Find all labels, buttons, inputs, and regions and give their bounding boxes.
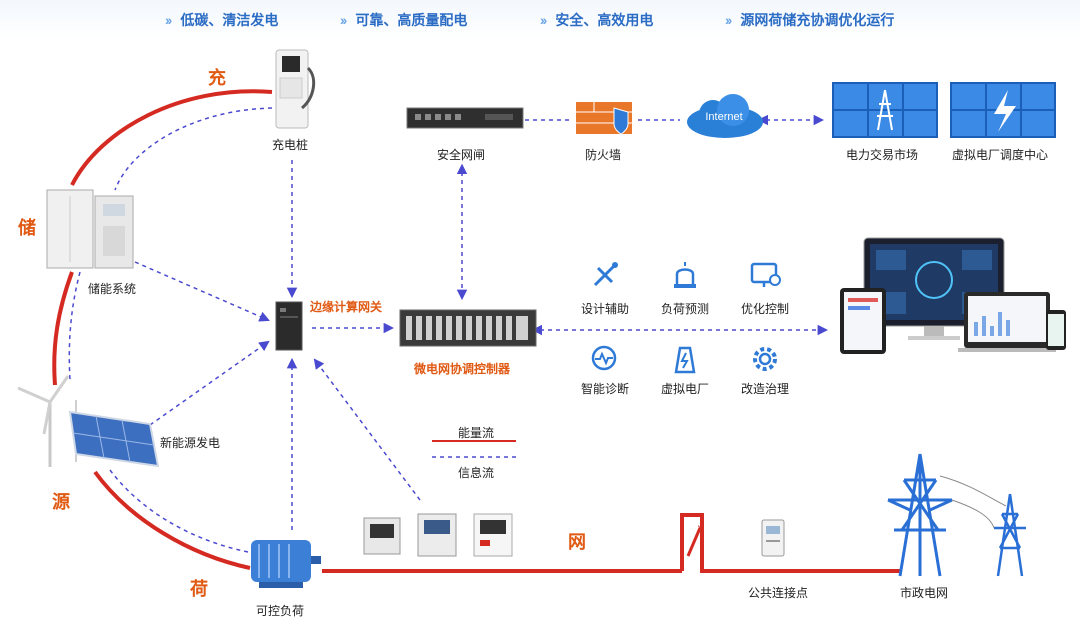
transmission-tower-icon: [880, 450, 1040, 580]
label-load: 荷: [190, 579, 208, 599]
charging-pile-icon: [270, 48, 316, 130]
banner-item-2: ››可靠、高质量配电: [340, 12, 468, 28]
switch-blade: [686, 527, 702, 557]
energy-arc-source: [93, 470, 251, 570]
banner-item-1: ››低碳、清洁发电: [165, 12, 279, 28]
energy-switch: [680, 513, 900, 573]
ruler-pencil-icon: [590, 260, 620, 290]
energy-arc-charge: [70, 89, 273, 186]
gear-icon: [750, 344, 780, 374]
monitor-settings-icon: [750, 260, 782, 290]
function-label-3: 优化控制: [740, 302, 789, 316]
new-energy-label: 新能源发电: [160, 436, 221, 450]
pcc-label: 公共连接点: [748, 586, 809, 600]
power-plant-icon: [670, 344, 700, 374]
banner-item-3: ››安全、高效用电: [540, 12, 654, 28]
function-label-4: 智能诊断: [580, 382, 629, 396]
label-source: 源: [52, 492, 70, 512]
diagnosis-icon: [590, 344, 620, 374]
internet-cloud-icon: Internet: [683, 92, 765, 140]
firewall-icon: [574, 100, 636, 138]
edge-gateway-icon: [274, 300, 304, 352]
microgrid-controller-icon: [398, 308, 538, 348]
wind-solar-icon: [10, 372, 160, 472]
legend-info-label: 信息流: [458, 466, 495, 480]
top-banner: ››低碳、清洁发电 ››可靠、高质量配电 ››安全、高效用电 ››源网荷储充协调…: [0, 0, 1080, 40]
alarm-light-icon: [670, 260, 700, 290]
monitoring-screens-icon: [838, 236, 1070, 356]
banner-item-4: ››源网荷储充协调优化运行: [725, 12, 895, 28]
function-label-1: 设计辅助: [580, 302, 629, 316]
svg-text:×: ×: [697, 521, 704, 535]
electric-meter-icon: [760, 518, 786, 558]
function-label-6: 改造治理: [740, 382, 789, 396]
label-storage: 储: [18, 218, 36, 238]
charging-pile-label: 充电桩: [272, 138, 309, 152]
power-market-wall-icon: [832, 82, 938, 138]
motor-icon: [245, 528, 323, 592]
municipal-grid-label: 市政电网: [900, 586, 949, 600]
label-grid: 网: [568, 532, 586, 552]
edge-gateway-label: 边缘计算网关: [310, 300, 383, 314]
label-charge: 充: [208, 68, 226, 88]
function-label-2: 负荷预测: [660, 302, 709, 316]
power-market-label: 电力交易市场: [846, 148, 919, 162]
firewall-label: 防火墙: [585, 148, 622, 162]
controllable-load-label: 可控负荷: [256, 604, 305, 618]
legend-energy-label: 能量流: [458, 426, 495, 440]
microgrid-controller-label: 微电网协调控制器: [414, 362, 511, 376]
vpp-center-label: 虚拟电厂调度中心: [952, 148, 1049, 162]
energy-storage-icon: [45, 186, 137, 272]
energy-storage-label: 储能系统: [88, 282, 137, 296]
security-gateway-label: 安全网闸: [437, 148, 486, 162]
protection-devices-icon: [362, 512, 522, 558]
energy-arc-storage: [52, 271, 74, 386]
security-gateway-icon: [405, 104, 525, 132]
vpp-center-wall-icon: [950, 82, 1056, 138]
internet-label: Internet: [705, 111, 743, 123]
function-label-5: 虚拟电厂: [660, 382, 709, 396]
